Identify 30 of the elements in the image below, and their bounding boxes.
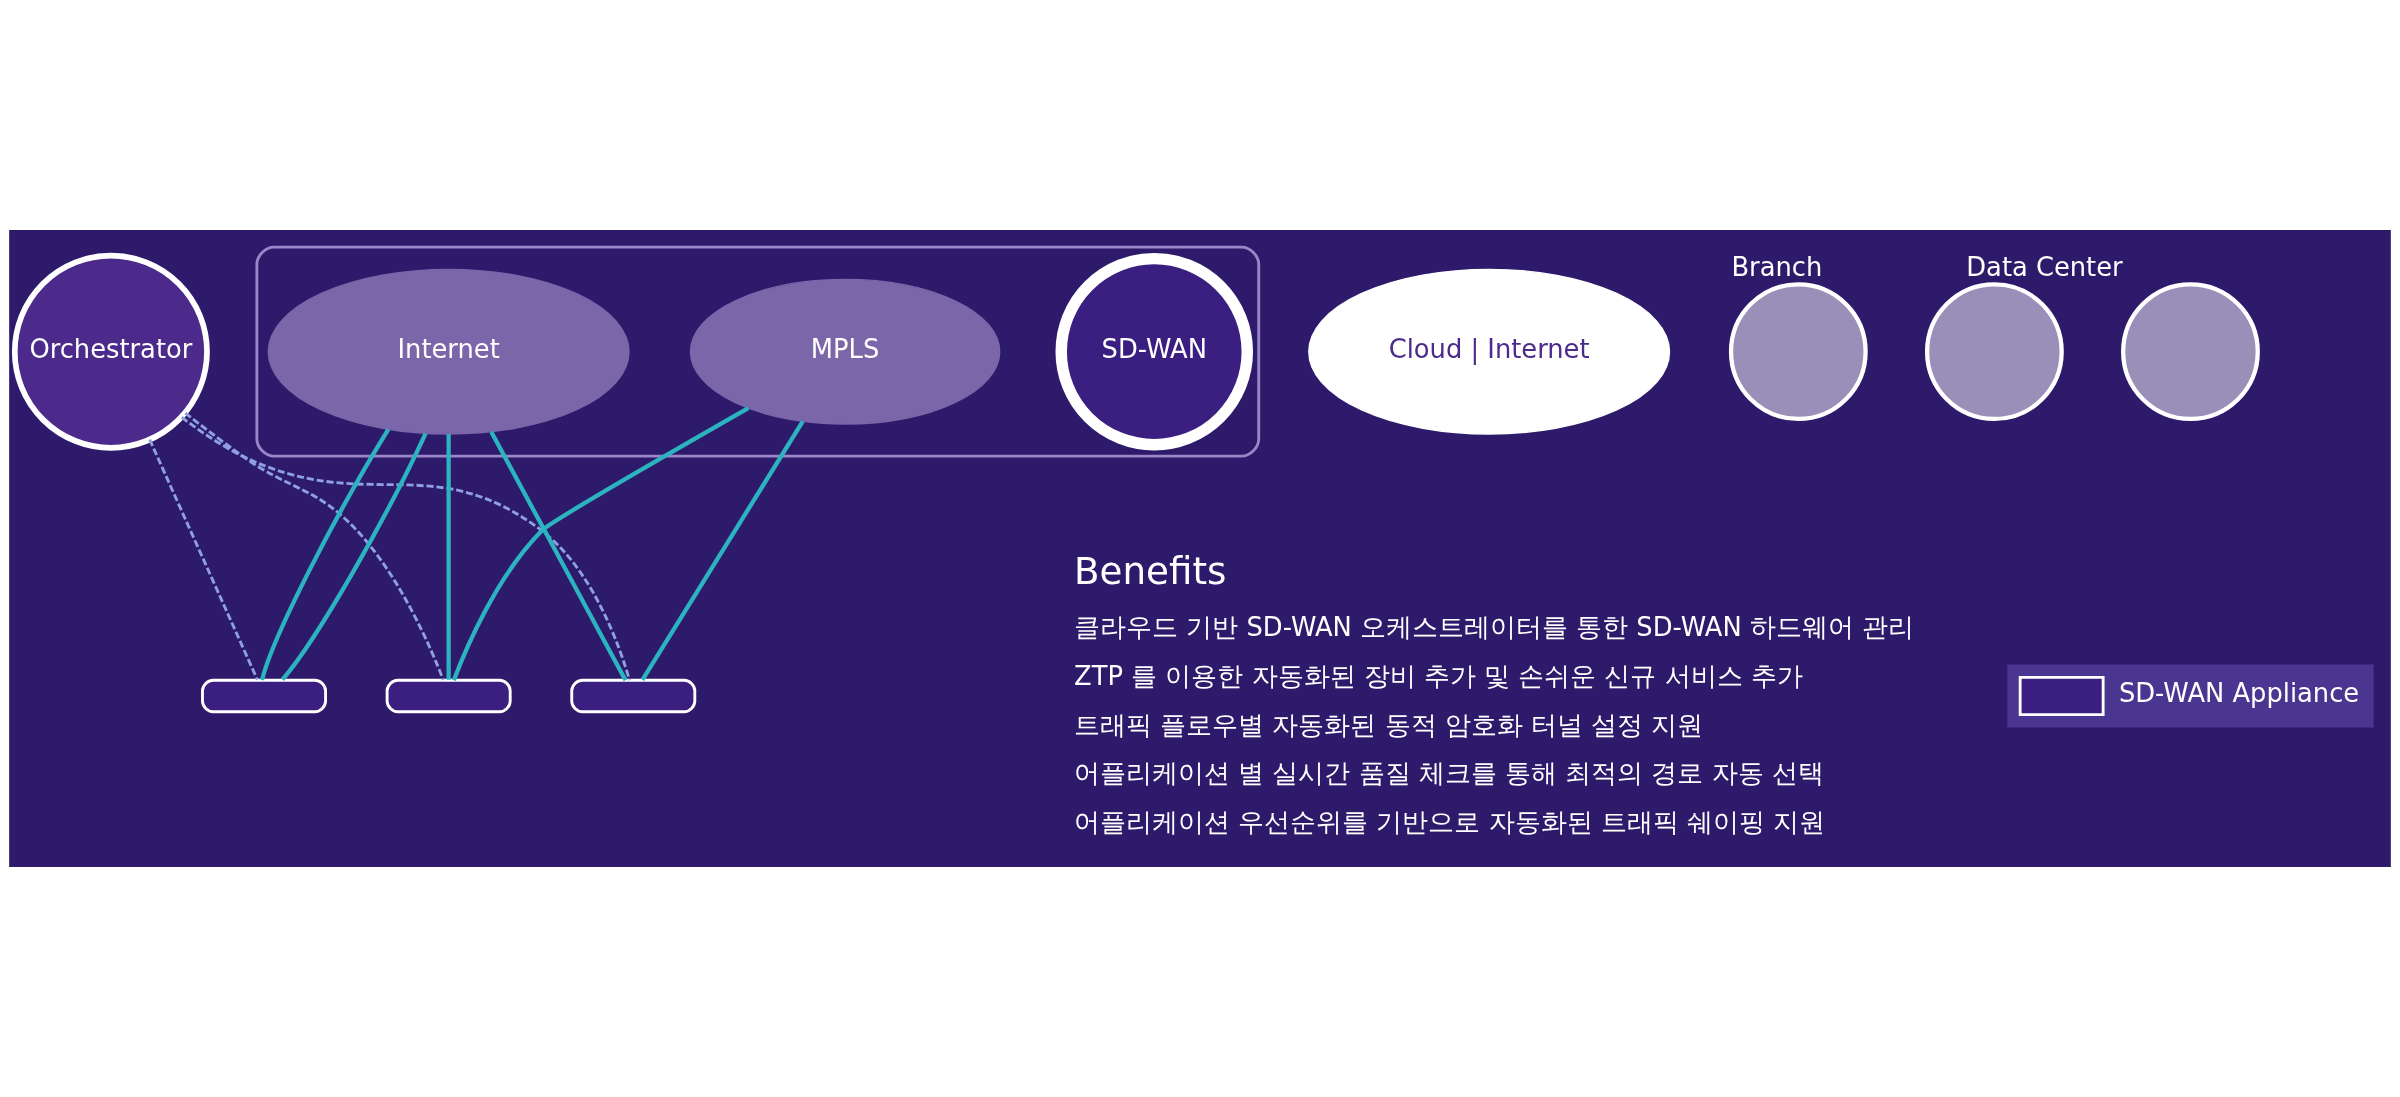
connector — [180, 416, 631, 681]
node-circle — [1728, 282, 1868, 422]
node-box — [201, 678, 327, 714]
label: 어플리케이션 별 실시간 품질 체크를 통해 최적의 경로 자동 선택 — [1074, 758, 1824, 789]
connector — [451, 406, 750, 681]
node-box — [385, 678, 512, 714]
node-circle — [2121, 282, 2260, 422]
label: 클라우드 기반 SD-WAN 오케스트레이터를 통한 SD-WAN 하드웨어 관리 — [1074, 612, 1915, 643]
node-ellipse: Cloud | Internet — [1308, 268, 1671, 435]
node-label: Data Center — [1966, 252, 2123, 283]
node-label: Branch — [1731, 252, 1823, 283]
connector — [489, 430, 628, 682]
cluster — [255, 245, 1261, 458]
label: Benefits — [1074, 549, 1227, 594]
connector — [260, 428, 391, 681]
legend-label: SD-WAN Appliance — [2118, 678, 2360, 709]
node-circle: SD-WAN — [1055, 252, 1253, 451]
node-circle — [1924, 282, 2064, 422]
connector — [640, 420, 805, 681]
label: 트래픽 플로우별 자동화된 동적 암호화 터널 설정 지원 — [1074, 709, 1704, 740]
node-ellipse: Internet — [267, 268, 630, 435]
connector — [184, 411, 445, 681]
node-circle: Orchestrator — [11, 252, 210, 451]
node-ellipse: MPLS — [689, 278, 1001, 425]
node-box — [570, 678, 697, 714]
connector — [280, 432, 428, 682]
connector — [446, 434, 451, 680]
connector — [148, 439, 259, 681]
label: 어플리케이션 우선순위를 기반으로 자동화된 트래픽 쉐이핑 지원 — [1074, 807, 1826, 838]
label: ZTP 를 이용한 자동화된 장비 추가 및 손쉬운 신규 서비스 추가 — [1074, 661, 1803, 692]
